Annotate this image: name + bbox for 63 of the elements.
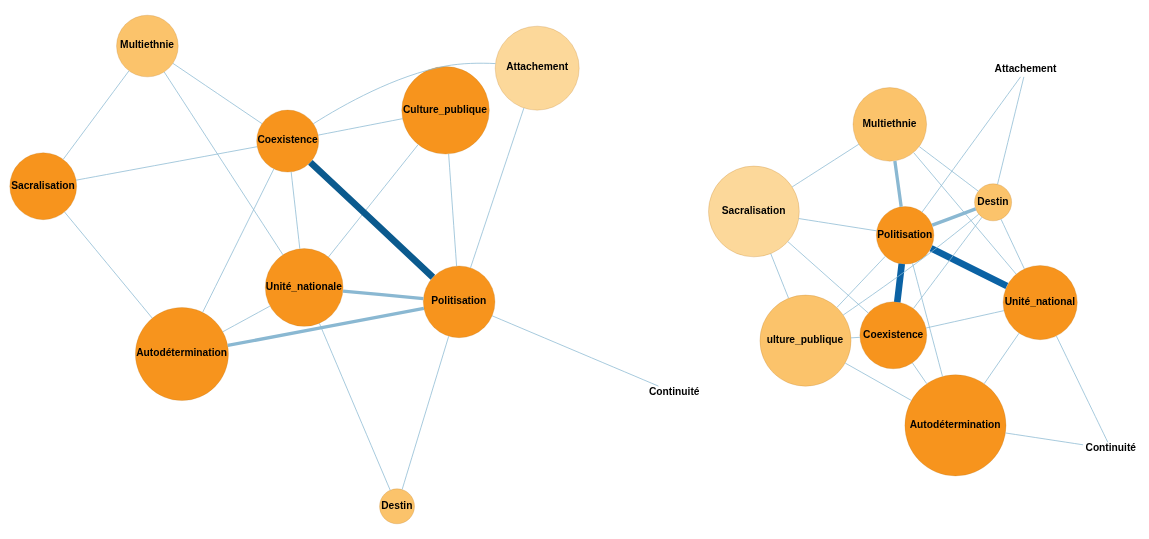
node-circle: ulture_publique [759, 294, 852, 387]
node-circle: Multiethnie [116, 15, 179, 77]
connector [836, 256, 886, 308]
node-circle: Attachement [495, 26, 580, 111]
connector [64, 211, 153, 319]
node-circle: Politisation [423, 265, 496, 338]
connector [448, 153, 457, 267]
connector [918, 146, 979, 192]
connector [929, 245, 1009, 289]
connector [342, 289, 424, 301]
node-circle: Coexistence [256, 109, 319, 173]
connector [921, 76, 1021, 213]
connector [62, 70, 130, 160]
node-text: Attachement [994, 63, 1057, 75]
connector [913, 216, 983, 309]
connector [172, 63, 263, 124]
connector [319, 322, 391, 491]
node-circle: Multiethnie [852, 87, 927, 162]
connector [401, 335, 450, 490]
node-circle: Unité_nationale [265, 248, 344, 327]
node-circle: Culture_publique [401, 66, 490, 155]
connector [911, 362, 928, 384]
connector [317, 118, 403, 136]
connector [222, 305, 271, 333]
connector [798, 218, 877, 232]
connector [308, 159, 436, 280]
node-circle: Coexistence [859, 301, 927, 369]
connector [227, 306, 425, 348]
node-circle: Unité_national [1002, 265, 1078, 340]
connector [770, 253, 789, 299]
node-text: Continuité [648, 386, 700, 398]
connector [163, 71, 284, 256]
connector [202, 168, 275, 313]
connector [850, 336, 861, 339]
connector [787, 241, 869, 314]
connector [983, 332, 1020, 385]
connector [893, 160, 903, 207]
connector [912, 262, 943, 377]
connector [931, 207, 977, 227]
connector [913, 152, 1017, 275]
node-circle: Autodétermination [904, 374, 1007, 476]
node-circle: Destin [379, 488, 415, 524]
connector [491, 315, 659, 387]
node-circle: Sacralisation [708, 165, 800, 257]
connector [75, 146, 258, 181]
connector [842, 213, 980, 316]
connector [290, 171, 301, 250]
connector [313, 62, 496, 125]
connector [893, 263, 906, 303]
connector [1000, 218, 1025, 270]
connector [470, 107, 525, 269]
connector [1056, 335, 1109, 443]
connector [997, 76, 1025, 185]
node-circle: Sacralisation [9, 152, 77, 220]
node-circle: Politisation [876, 206, 934, 265]
node-circle: Autodétermination [135, 307, 229, 401]
connector [328, 144, 419, 258]
connector [791, 143, 860, 188]
node-text: Continuité [1085, 442, 1137, 454]
connector [925, 310, 1005, 329]
node-circle: Destin [974, 183, 1012, 221]
connector [844, 362, 912, 401]
connector [1005, 432, 1084, 446]
